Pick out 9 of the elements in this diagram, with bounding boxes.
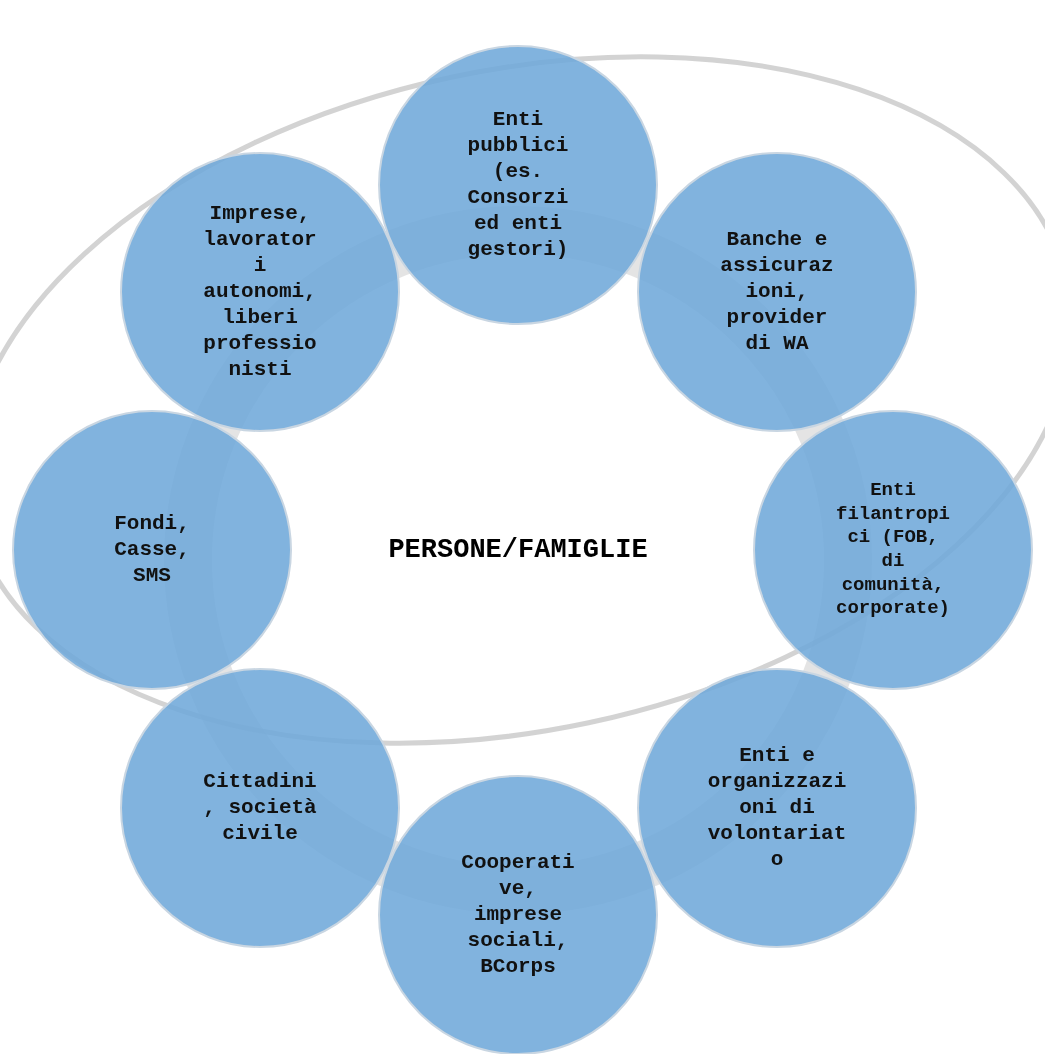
- node-label: Cittadini, società civile: [203, 768, 317, 847]
- node-label: Imprese, lavoratori autonomi, liberi professionisti: [203, 200, 317, 384]
- center-label: PERSONE/FAMIGLIE: [388, 535, 648, 565]
- node-label: Enti pubblici (es. Consorzi ed enti gestori): [466, 106, 570, 264]
- node-label: Enti filantropici (FOB, di comunità, corporate): [836, 479, 950, 621]
- node-label: Enti e organizzazioni di volontariato: [707, 742, 847, 874]
- node-label: Fondi, Casse, SMS: [113, 510, 191, 589]
- node-label: Cooperative, imprese sociali, BCorps: [461, 849, 575, 981]
- node-label: Banche e assicurazioni, provider di WA: [720, 226, 834, 358]
